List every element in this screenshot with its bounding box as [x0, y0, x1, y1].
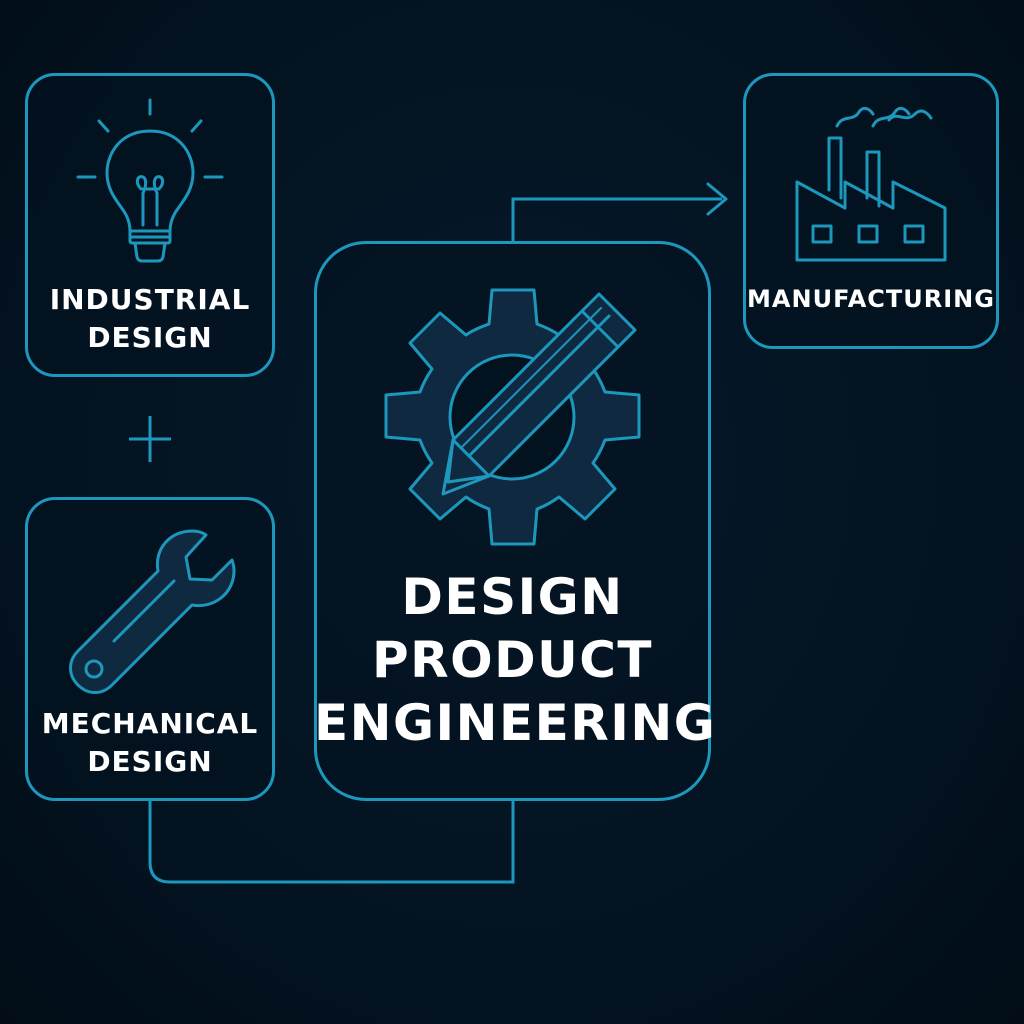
main-label-line2: PRODUCT: [371, 631, 654, 689]
design-product-engineering-label: DESIGN PRODUCT ENGINEERING: [314, 566, 717, 755]
manufacturing-label: MANUFACTURING: [747, 285, 995, 313]
plus-icon: [127, 414, 173, 464]
industrial-design-label: INDUSTRIAL DESIGN: [25, 281, 275, 357]
industrial-design-label-line2: DESIGN: [87, 320, 213, 354]
factory-icon: [793, 100, 953, 265]
main-label-line3: ENGINEERING: [314, 694, 717, 752]
industrial-design-card: [25, 73, 275, 377]
arrowhead-manufacturing: [706, 182, 728, 216]
connector-mechanical-to-main: [148, 801, 515, 884]
connector-main-to-manufacturing: [511, 197, 722, 241]
mechanical-design-label-line2: DESIGN: [87, 744, 213, 778]
mechanical-design-label-line1: MECHANICAL: [41, 707, 259, 740]
manufacturing-card: [743, 73, 999, 349]
lightbulb-icon: [75, 97, 225, 267]
main-label-line1: DESIGN: [401, 568, 624, 626]
industrial-design-label-line1: INDUSTRIAL: [49, 283, 251, 316]
wrench-icon: [62, 523, 242, 703]
gear-pencil-icon: [377, 282, 649, 554]
mechanical-design-label: MECHANICAL DESIGN: [25, 705, 275, 781]
